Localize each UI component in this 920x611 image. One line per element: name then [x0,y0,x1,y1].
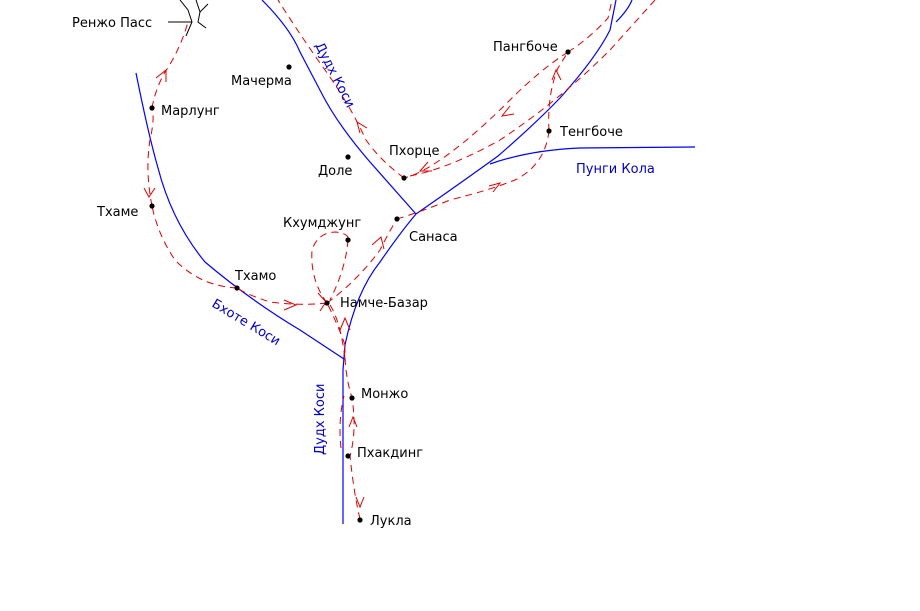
village-dot-lukla [357,517,363,523]
arrow-icon [356,120,368,134]
route-pangboche-north [567,0,613,53]
river-east-branch [615,0,633,23]
label-pangboche: Пангбоче [493,40,558,55]
village-markers [149,49,571,523]
label-tengboche: Тенгбоче [559,125,623,140]
route-namche-down [329,304,346,359]
label-marlung: Марлунг [161,104,220,119]
village-dot-tengboche [546,128,552,134]
label-renjo-pass: Ренжо Пасс [72,16,152,31]
label-river-dudh-kosi-upper: Дудх Коси [311,40,357,110]
label-lukla: Лукла [370,514,412,529]
village-dot-phakding [345,453,351,459]
rivers [135,0,696,524]
route-thame-marlung [147,107,154,207]
river-dudh-kosi-east [415,0,617,215]
label-river-dudh-kosi-lower: Дудх Коси [313,384,328,455]
label-sanasa: Санаса [409,230,458,245]
village-dot-thame [149,203,155,209]
village-dot-dole [345,154,351,160]
village-dot-pheriche [401,175,407,181]
village-dot-sanasa [394,216,400,222]
route-pheriche-north [277,0,405,179]
label-river-pungi-kola: Пунги Кола [576,162,655,177]
river-bhote-kosi [135,72,345,360]
route-thamo-thame [151,205,238,289]
trek-route [147,0,656,520]
arrow-icon [143,187,156,198]
arrow-icon [155,68,167,82]
route-lukla-monjo [344,344,361,520]
route-khumjung-namche [329,239,349,301]
arrow-icon [339,316,351,331]
route-pangboche-pheriche [403,51,569,179]
river-main-trunk [342,213,417,524]
route-namche-approach [326,302,346,346]
route-tengboche-pangboche [548,51,569,132]
arrow-icon [551,68,562,81]
village-dot-pangboche [565,49,571,55]
label-thame: Тхаме [96,205,138,220]
pass-icon [179,0,209,37]
label-dole: Доле [318,164,352,179]
village-dot-thamo [234,285,240,291]
route-monjo-return [339,395,345,449]
route-marlung-renjo [151,21,189,109]
village-dot-marlung [149,105,155,111]
river-labels: Дудх Коси Пунги Кола Бхоте Коси Дудх Кос… [209,40,655,455]
label-monjo: Монжо [361,387,408,402]
arrow-icon [488,182,502,193]
river-dudh-kosi-upper [261,0,417,215]
arrow-icon [348,415,358,428]
label-macherma: Мачерма [231,74,292,89]
pass-marker [168,0,209,37]
village-dot-monjo [349,395,355,401]
arrow-icon [283,299,298,311]
village-dot-khumjung [345,237,351,243]
label-namche: Намче-Базар [340,296,428,311]
village-dot-macherma [286,64,292,70]
label-khumjung: Кхумджунг [283,216,361,231]
arrow-icon [355,496,365,509]
route-namche-sanasa [326,218,398,304]
river-pungi-kola [489,146,696,165]
village-dot-namche [324,300,330,306]
route-arrows [143,68,562,509]
route-namche-khumjung [311,231,349,304]
label-thamo: Тхамо [234,269,276,284]
label-pheriche: Пхорце [389,144,440,159]
arrow-icon [418,161,432,172]
label-river-bhote-kosi: Бхоте Коси [209,297,283,350]
arrow-icon [500,105,515,117]
route-pheriche-east [409,0,656,177]
arrow-icon [371,236,385,250]
village-labels: Ренжо Пасс Марлунг Мачерма Пангбоче Тенг… [72,16,623,529]
label-phakding: Пхакдинг [357,446,423,461]
route-sanasa-tengboche [396,130,550,220]
route-namche-thamo [236,287,328,305]
